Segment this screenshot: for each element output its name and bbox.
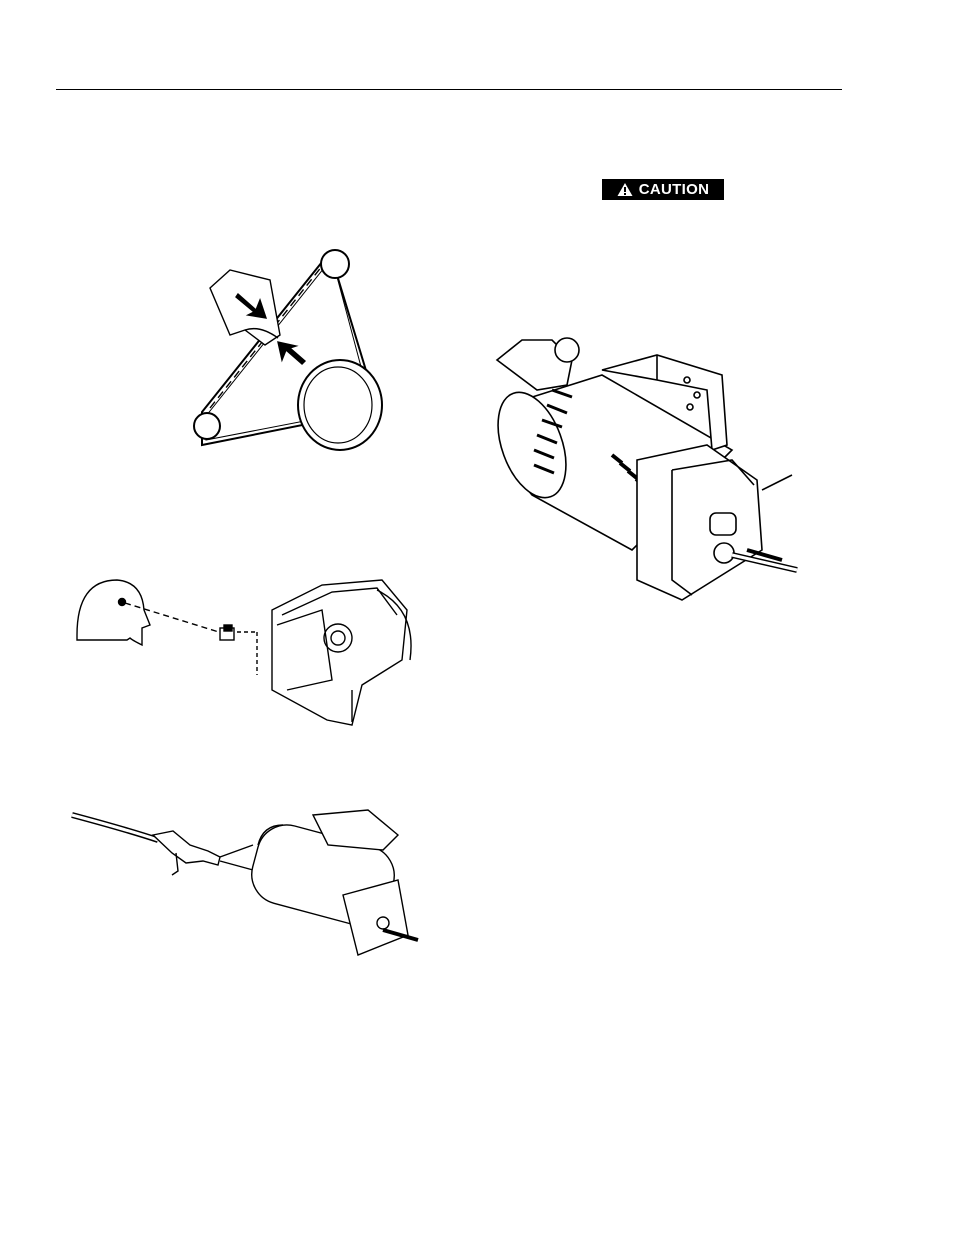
- header-rule: [56, 89, 842, 90]
- bearing-inspection-illustration: [72, 570, 422, 735]
- belt-tension-illustration: [190, 240, 390, 460]
- caution-label: CAUTION: [602, 179, 724, 200]
- air-cleaning-illustration: [68, 795, 428, 965]
- caution-text: CAUTION: [639, 181, 709, 198]
- warning-triangle-icon: [617, 182, 633, 197]
- alternator-assembly-illustration: [492, 335, 802, 605]
